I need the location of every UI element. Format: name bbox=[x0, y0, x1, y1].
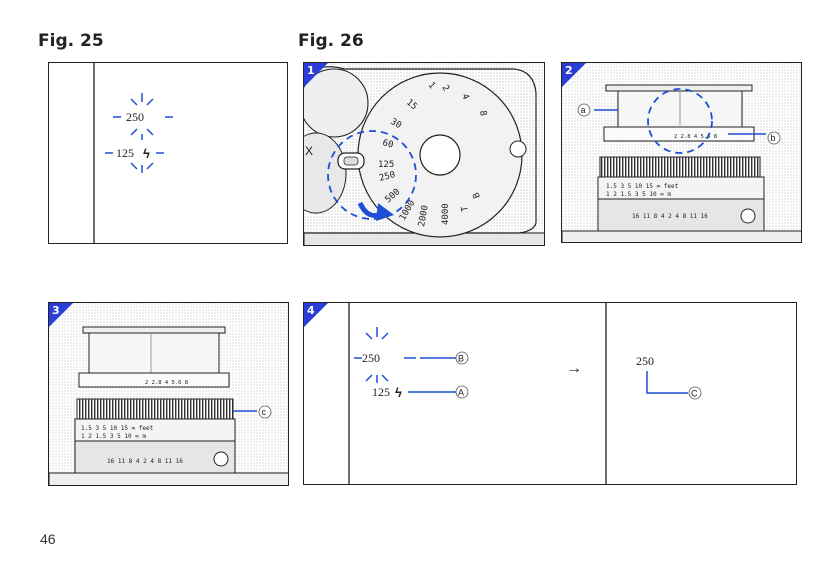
step4-flash-speed: 125 bbox=[372, 385, 390, 399]
step-badge-4: 4 bbox=[304, 303, 328, 327]
callout-a: a bbox=[581, 105, 586, 115]
result-shutter-speed: 250 bbox=[636, 354, 654, 368]
callout-C: C bbox=[691, 389, 698, 399]
callout-b: b bbox=[771, 133, 776, 143]
distance-scale-m: 1 2 1.5 3 5 10 ∞ m bbox=[81, 433, 146, 440]
blink-rays-bottom bbox=[105, 153, 164, 173]
aperture-scale: 16 11 8 4 2 4 8 11 16 bbox=[107, 458, 183, 465]
callout-B: B bbox=[458, 354, 464, 364]
fig26-step1-panel: X 1 2 4 8 15 30 60 125 250 500 1000 2000… bbox=[303, 62, 545, 246]
fig26-step2-panel: 1.5 3 5 10 15 ∞ feet 1 2 1.5 3 5 10 ∞ m … bbox=[561, 62, 802, 243]
arrow-right-icon: → bbox=[566, 360, 582, 377]
distance-scale-m: 1 2 1.5 3 5 10 ∞ m bbox=[606, 191, 671, 198]
dial-number: 125 bbox=[378, 160, 394, 170]
dial-x-marker: X bbox=[305, 144, 313, 158]
step4-viewfinder-drawing: 250 B 125 ϟ A → 250 C bbox=[304, 303, 797, 485]
fig25-viewfinder-drawing: 250 125 ϟ bbox=[49, 63, 288, 244]
ring-scale: 2 2.8 4 5.6 8 bbox=[145, 380, 188, 386]
callout-A: A bbox=[458, 388, 464, 398]
page-number: 46 bbox=[40, 531, 56, 547]
flash-icon: ϟ bbox=[143, 146, 150, 161]
fig25-shutter-speed: 250 bbox=[126, 110, 144, 124]
step-badge-1: 1 bbox=[304, 63, 328, 87]
dial-number: 4000 bbox=[441, 203, 451, 225]
step-badge-2: 2 bbox=[562, 63, 586, 87]
flash-icon: ϟ bbox=[395, 385, 402, 400]
step-badge-3: 3 bbox=[49, 303, 73, 327]
aperture-scale: 16 11 8 4 2 4 8 11 16 bbox=[632, 213, 708, 220]
step4-shutter-speed: 250 bbox=[362, 351, 380, 365]
figure-label-26: Fig. 26 bbox=[298, 31, 364, 51]
fig25-flash-speed: 125 bbox=[116, 146, 134, 160]
shutter-dial-drawing: X 1 2 4 8 15 30 60 125 250 500 1000 2000… bbox=[304, 63, 545, 246]
fig26-step4-panel: 250 B 125 ϟ A → 250 C 4 bbox=[303, 302, 797, 485]
figure-label-25: Fig. 25 bbox=[38, 31, 104, 51]
lens-drawing-step3: 1.5 3 5 10 15 ∞ feet 1 2 1.5 3 5 10 ∞ m … bbox=[49, 303, 289, 486]
fig25-viewfinder-panel: 250 125 ϟ bbox=[48, 62, 288, 244]
lens-drawing-step2: 1.5 3 5 10 15 ∞ feet 1 2 1.5 3 5 10 ∞ m … bbox=[562, 63, 802, 243]
fig26-step3-panel: 1.5 3 5 10 15 ∞ feet 1 2 1.5 3 5 10 ∞ m … bbox=[48, 302, 289, 486]
callout-c: c bbox=[262, 407, 267, 417]
distance-scale-feet: 1.5 3 5 10 15 ∞ feet bbox=[81, 425, 154, 432]
distance-scale-feet: 1.5 3 5 10 15 ∞ feet bbox=[606, 183, 679, 190]
ring-scale: 2 2.8 4 5.6 8 bbox=[674, 134, 717, 140]
